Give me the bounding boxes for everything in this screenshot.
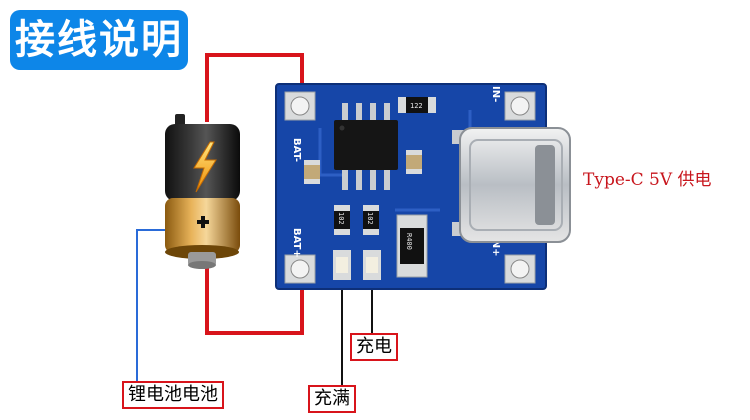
resistor-big-code: R400 <box>405 233 413 250</box>
battery-label: 锂电池电池 <box>122 381 224 409</box>
label-bat-minus: BAT- <box>291 138 302 162</box>
label-bat-plus: BAT+ <box>291 228 302 258</box>
power-input-label: Type-C 5V 供电 <box>583 165 712 190</box>
pad-in-minus <box>505 92 535 120</box>
charging-label: 充电 <box>350 333 398 361</box>
resistor-r1-code: 102 <box>337 212 345 225</box>
full-label: 充满 <box>308 385 356 413</box>
led-charging <box>363 250 381 280</box>
capacitor-left <box>304 160 320 184</box>
pad-in-plus <box>505 255 535 283</box>
battery-pointer-line <box>125 230 165 392</box>
lithium-battery <box>165 114 240 269</box>
resistor-top-code: 122 <box>410 102 423 110</box>
pad-bat-minus <box>285 92 315 120</box>
usb-type-c-connector <box>452 128 570 242</box>
capacitor-right <box>406 150 422 174</box>
pad-bat-plus <box>285 255 315 283</box>
led-full <box>333 250 351 280</box>
label-in-minus: IN- <box>490 86 501 102</box>
resistor-r2-code: 102 <box>366 212 374 225</box>
